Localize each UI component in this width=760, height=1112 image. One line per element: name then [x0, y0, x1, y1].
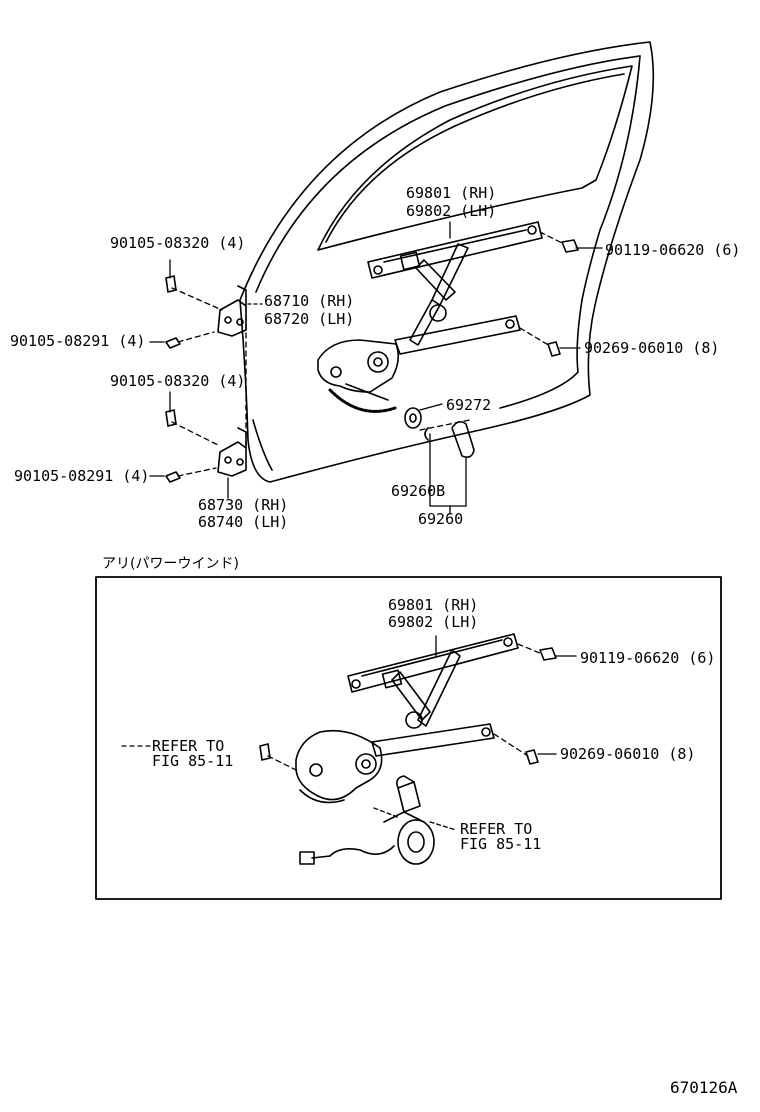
lower-hinge [217, 427, 247, 477]
figure-code: 670126A [670, 1078, 738, 1097]
window-regulator-power [295, 633, 519, 804]
leader-lines-upper [149, 221, 603, 515]
label-hinge-68710: 68710 (RH) [264, 292, 355, 310]
label-bolt-90105-08291-b: 90105-08291 (4) [14, 467, 150, 485]
label-regulator-lh: 69802 (LH) [406, 202, 497, 220]
label-handle-69260: 69260 [418, 510, 464, 528]
label-pw-regulator-lh: 69802 (LH) [388, 613, 479, 631]
section-title-power-window: アリ(パワーウインド) [102, 556, 239, 572]
label-pw-bolt-90269-06010: 90269-06010 (8) [560, 745, 696, 763]
label-pw-refer-right-2: FIG 85-11 [460, 835, 542, 853]
label-pw-refer-left-2: FIG 85-11 [152, 752, 234, 770]
window-regulator-upper [317, 221, 543, 413]
label-regulator-rh: 69801 (RH) [406, 184, 497, 202]
upper-hinge [217, 285, 247, 337]
label-hinge-68730: 68730 (RH) [198, 496, 289, 514]
label-pw-regulator-rh: 69801 (RH) [388, 596, 479, 614]
front-door-outline [239, 41, 655, 483]
leader-lines-power [121, 635, 577, 831]
window-motor [299, 775, 435, 865]
label-hinge-68720: 68720 (LH) [264, 310, 355, 328]
label-bolt-90105-08291-a: 90105-08291 (4) [10, 332, 146, 350]
bolts-power [259, 647, 557, 765]
label-bolt-90105-08320-a: 90105-08320 (4) [110, 234, 246, 252]
label-hinge-68740: 68740 (LH) [198, 513, 289, 531]
label-pw-bolt-90119-06620: 90119-06620 (6) [580, 649, 716, 667]
label-handle-69260b: 69260B [391, 482, 446, 500]
label-washer-69272: 69272 [446, 396, 492, 414]
label-bolt-90105-08320-b: 90105-08320 (4) [110, 372, 246, 390]
label-bolt-90119-06620: 90119-06620 (6) [605, 241, 741, 259]
label-pw-refer-left-1: REFER TO [152, 737, 225, 755]
label-bolt-90269-06010: 90269-06010 (8) [584, 339, 720, 357]
power-window-frame [95, 576, 722, 900]
label-pw-refer-right-1: REFER TO [460, 820, 533, 838]
washer-69272 [404, 407, 422, 429]
